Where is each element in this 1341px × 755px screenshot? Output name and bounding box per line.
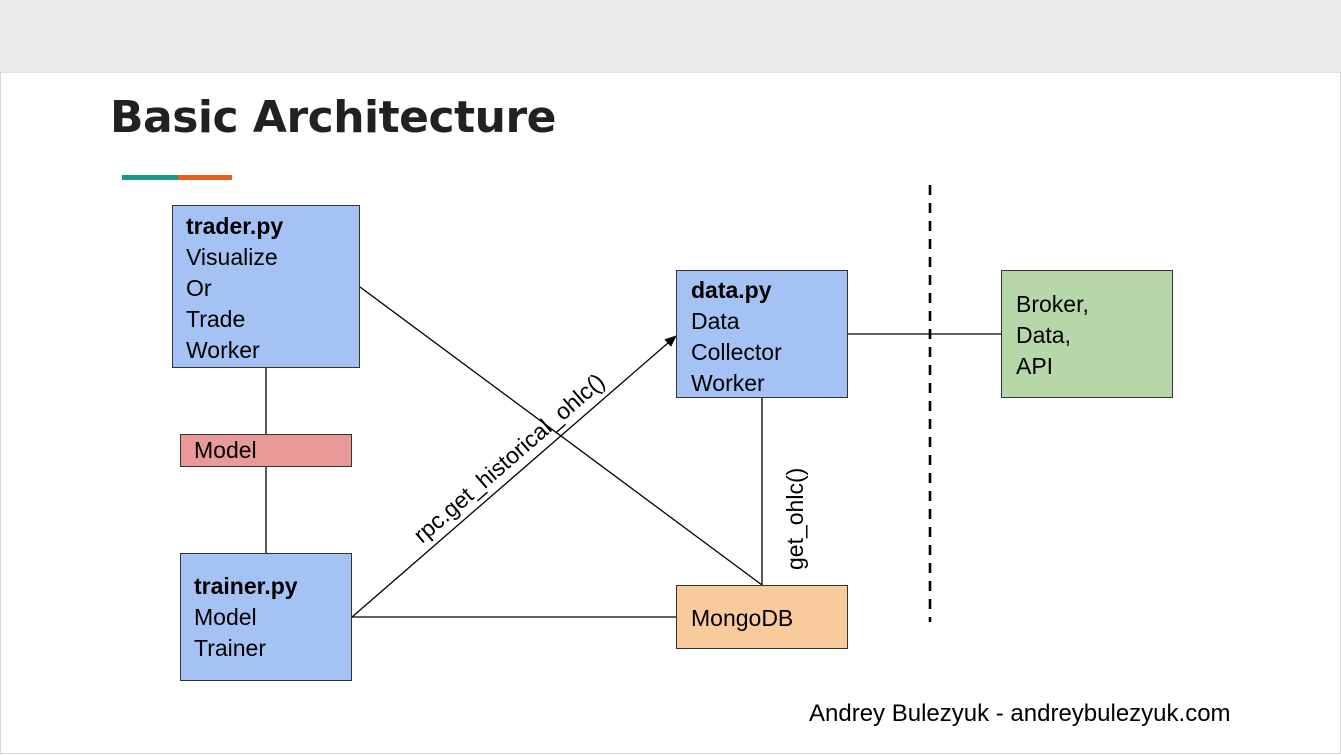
title-accent-orange bbox=[178, 175, 232, 180]
data-box-line: Collector bbox=[691, 339, 782, 365]
model-box-label: Model bbox=[194, 437, 257, 463]
title-accent-teal bbox=[122, 175, 178, 180]
slide-header-band bbox=[0, 0, 1341, 73]
data-collector-box: data.py Data Collector Worker bbox=[676, 270, 848, 398]
page-title: Basic Architecture bbox=[110, 92, 557, 143]
trader-box-title: trader.py bbox=[186, 213, 284, 239]
mongodb-box-label: MongoDB bbox=[691, 605, 794, 631]
broker-box-line: Broker, bbox=[1016, 291, 1089, 317]
trader-box-line: Or bbox=[186, 275, 212, 301]
broker-box-line: Data, bbox=[1016, 322, 1071, 348]
mongodb-box: MongoDB bbox=[676, 585, 848, 649]
author-credit: Andrey Bulezyuk - andreybulezyuk.com bbox=[809, 700, 1231, 727]
trainer-box-line: Trainer bbox=[194, 635, 266, 661]
trader-worker-box: trader.py Visualize Or Trade Worker bbox=[172, 205, 360, 368]
data-box-line: Data bbox=[691, 308, 740, 334]
broker-api-box: Broker, Data, API bbox=[1001, 270, 1173, 398]
trader-box-line: Visualize bbox=[186, 244, 278, 270]
trainer-box-line: Model bbox=[194, 604, 257, 630]
model-box: Model bbox=[180, 434, 352, 467]
ohlc-edge-label: get_ohlc() bbox=[782, 468, 808, 570]
trader-box-line: Worker bbox=[186, 337, 260, 363]
data-box-line: Worker bbox=[691, 370, 765, 396]
edge-trainer-data-arrow bbox=[351, 335, 677, 618]
rpc-edge-label: rpc.get_historical_ohlc() bbox=[408, 368, 609, 548]
trainer-box-title: trainer.py bbox=[194, 573, 298, 599]
data-box-title: data.py bbox=[691, 277, 772, 303]
trainer-worker-box: trainer.py Model Trainer bbox=[180, 553, 352, 681]
trader-box-line: Trade bbox=[186, 306, 246, 332]
broker-box-line: API bbox=[1016, 353, 1054, 379]
